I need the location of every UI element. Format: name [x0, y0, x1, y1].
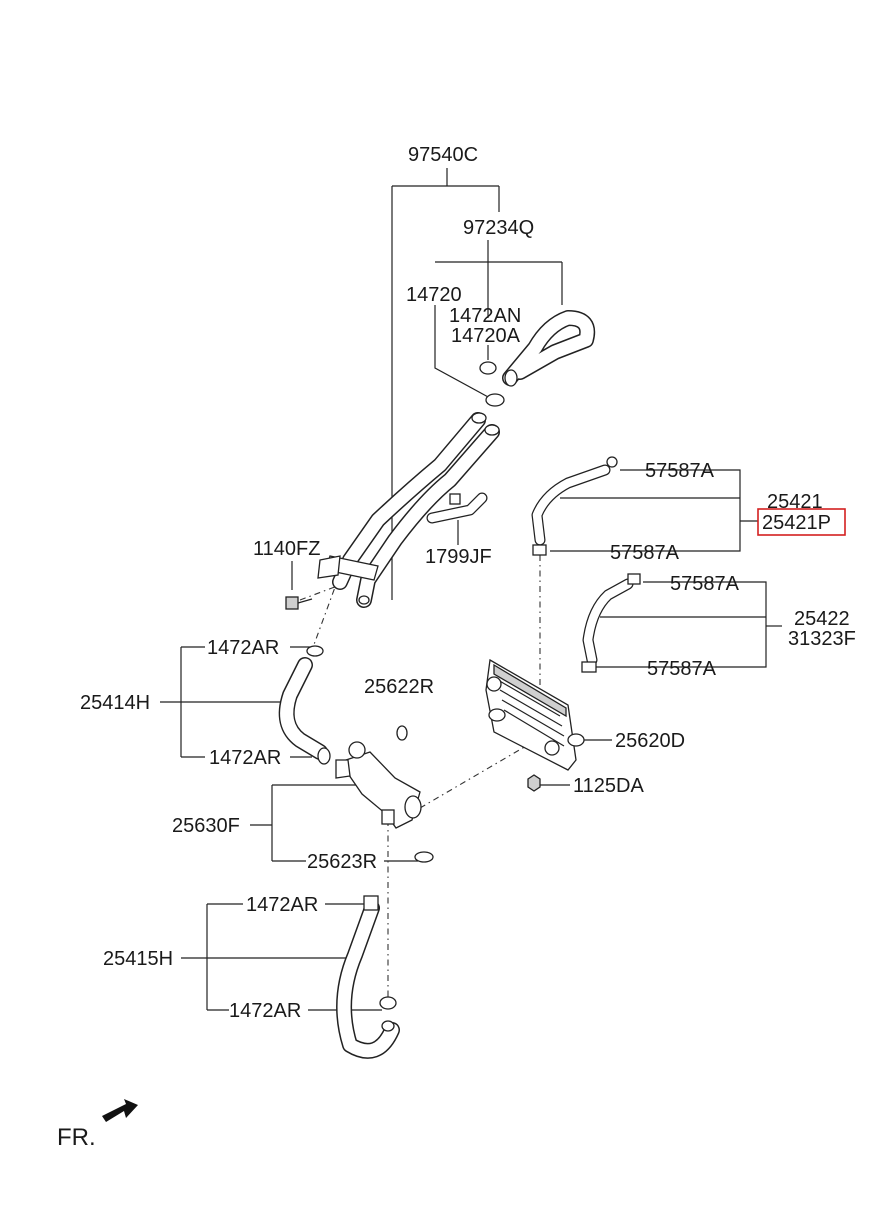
- clip-1799jf: [426, 492, 488, 524]
- label-25421p: 25421P: [762, 512, 831, 534]
- label-14720a: 14720A: [451, 325, 521, 347]
- front-direction-arrow: [102, 1099, 138, 1122]
- label-1125da: 1125DA: [573, 775, 644, 797]
- leader-lines: [160, 168, 782, 1011]
- label-25422: 25422: [794, 608, 850, 630]
- label-25620d: 25620D: [615, 730, 685, 752]
- oil-cooler-25620d: [485, 658, 585, 771]
- label-1472ar-2: 1472AR: [209, 747, 281, 769]
- hose-25415h: [336, 895, 400, 1059]
- housing-25630f: [335, 741, 422, 829]
- label-1472ar-3: 1472AR: [246, 894, 318, 916]
- label-25415h: 25415H: [103, 948, 173, 970]
- label-14720: 14720: [406, 284, 462, 306]
- label-25623r: 25623R: [307, 851, 377, 873]
- heater-pipe-97540c: [317, 412, 500, 608]
- label-25630f: 25630F: [172, 815, 240, 837]
- bolt-1140fz: [285, 596, 313, 610]
- highlight-box: [757, 508, 846, 536]
- nut-1125da: [527, 774, 541, 792]
- label-97540c: 97540C: [408, 144, 478, 166]
- label-57587a-1: 57587A: [645, 460, 715, 482]
- hose-25421: [531, 456, 618, 556]
- label-57587a-4: 57587A: [647, 658, 717, 680]
- label-1799jf: 1799JF: [425, 546, 492, 568]
- hose-25414h: [278, 645, 331, 765]
- hose-25422: [581, 573, 641, 673]
- label-fr: FR.: [57, 1124, 96, 1151]
- part-labels: 97540C 97234Q 14720 1472AN 14720A 57587A…: [57, 144, 856, 1151]
- label-97234q: 97234Q: [463, 217, 534, 239]
- label-57587a-2: 57587A: [610, 542, 680, 564]
- label-25421: 25421: [767, 491, 823, 513]
- label-1472ar-1: 1472AR: [207, 637, 279, 659]
- label-57587a-3: 57587A: [670, 573, 740, 595]
- label-1140fz: 1140FZ: [253, 538, 320, 560]
- label-25414h: 25414H: [80, 692, 150, 714]
- oring-25622r: [396, 725, 408, 741]
- label-1472an: 1472AN: [449, 305, 521, 327]
- heater-hose-97234q: [479, 310, 596, 407]
- label-1472ar-4: 1472AR: [229, 1000, 301, 1022]
- oring-25623r: [414, 851, 434, 863]
- label-31323f: 31323F: [788, 628, 856, 650]
- label-25622r: 25622R: [364, 676, 434, 698]
